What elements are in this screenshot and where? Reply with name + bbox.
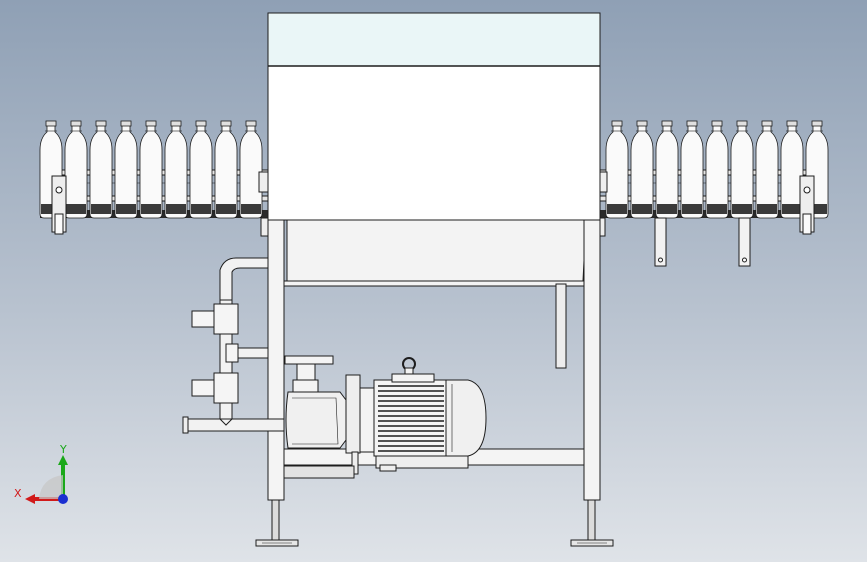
- bottle-left-7: [189, 120, 213, 219]
- valve-upper: [213, 303, 239, 335]
- valve-lower-handle: [191, 379, 215, 397]
- bottle-row-right: [605, 120, 829, 219]
- valve-upper-handle: [191, 310, 215, 328]
- bottle-left-5: [139, 120, 163, 219]
- bottle-left-3: [89, 120, 113, 219]
- conveyor-hanger-2: [738, 217, 751, 267]
- bottle-left-9: [239, 120, 263, 219]
- pump-outlet-flange: [284, 355, 334, 365]
- bottle-right-6: [730, 120, 754, 219]
- axis-x-label: X: [14, 487, 22, 500]
- bottle-right-3: [655, 120, 679, 219]
- bottle-left-2: [64, 120, 88, 219]
- foot-left: [255, 499, 299, 547]
- cabinet-body: [267, 65, 601, 221]
- valve-lower: [213, 372, 239, 404]
- frame-leg-left: [267, 219, 285, 501]
- conveyor-end-bracket-left: [51, 175, 67, 235]
- conveyor-end-bracket-right: [799, 175, 815, 235]
- bottle-right-4: [680, 120, 704, 219]
- axis-xy-plane: [39, 475, 63, 499]
- bottle-right-5: [705, 120, 729, 219]
- bottle-right-1: [605, 120, 629, 219]
- bottle-right-8: [780, 120, 804, 219]
- pump-bracket: [345, 374, 361, 454]
- axis-triad: Y X: [14, 443, 68, 504]
- motor-foot: [375, 455, 469, 469]
- pipe-elbow-top: [219, 257, 269, 301]
- pump-motor-assembly: [283, 355, 487, 479]
- axis-x-arrow: [25, 494, 35, 504]
- piping: [182, 257, 285, 434]
- cabinet-top-panel: [267, 12, 601, 67]
- axis-y-label: Y: [59, 443, 67, 456]
- axis-z-dot: [58, 494, 68, 504]
- overflow-pipe: [555, 283, 567, 369]
- bottle-left-8: [214, 120, 238, 219]
- frame-crossbar-upper: [283, 280, 585, 287]
- bottle-right-2: [630, 120, 654, 219]
- motor-body: [373, 379, 447, 457]
- motor-coupling: [359, 387, 375, 453]
- cabinet: [267, 12, 601, 282]
- bottle-left-6: [164, 120, 188, 219]
- frame-leg-right: [583, 219, 601, 501]
- motor-end-cap: [445, 379, 487, 457]
- pipe-horizontal-bottom: [185, 418, 285, 432]
- foot-right: [570, 499, 614, 547]
- bottle-left-4: [114, 120, 138, 219]
- bottle-right-7: [755, 120, 779, 219]
- bottle-row-left: [39, 120, 263, 219]
- axis-y-arrow: [58, 455, 68, 465]
- conveyor-hanger-1: [654, 217, 667, 267]
- motor-terminal-box: [391, 373, 435, 383]
- cabinet-hopper: [286, 219, 587, 282]
